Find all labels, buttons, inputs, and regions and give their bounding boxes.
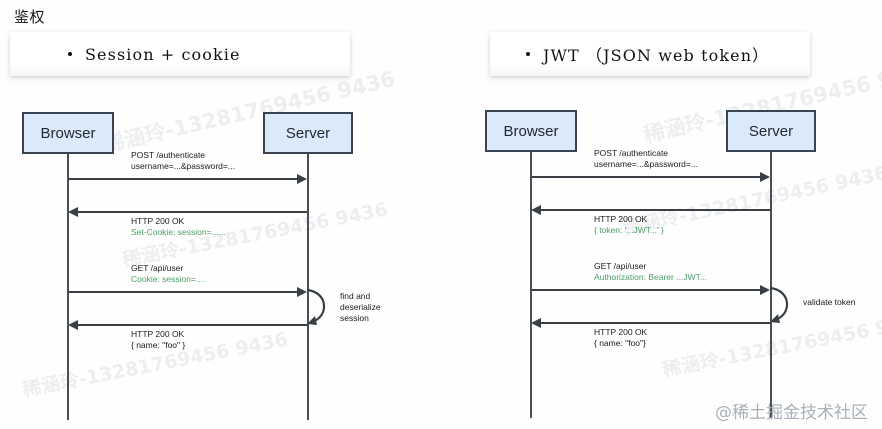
arrowhead-left-4 — [68, 320, 78, 330]
lifeline-server — [770, 152, 772, 418]
message-line-4a: HTTP 200 OK — [131, 329, 185, 339]
page-title: 鉴权 — [14, 8, 46, 26]
message-line-2a: HTTP 200 OK — [131, 216, 185, 226]
bullet-bar-session-cookie: Session + cookie — [10, 32, 350, 76]
message-line-1b: username=...&password=... — [594, 159, 698, 169]
message-label-3: GET /api/user Authorization: Bearer ...J… — [594, 261, 707, 283]
bullet-label-jwt: JWT （JSON web token） — [543, 46, 770, 65]
message-label-2: HTTP 200 OK { token: '...JWT...' } — [594, 214, 664, 236]
message-label-3: GET /api/user Cookie: session=.... — [131, 263, 205, 285]
sequence-diagram-session-cookie: Browser Server POST /authenticate userna… — [0, 0, 440, 429]
message-line-4b: { name: "foo" } — [131, 340, 186, 350]
message-label-1: POST /authenticate username=...&password… — [131, 150, 235, 172]
message-arrow-3 — [68, 291, 300, 293]
message-arrow-4 — [541, 322, 770, 324]
message-line-2b: { token: '...JWT...' } — [594, 225, 664, 235]
message-line-1a: POST /authenticate — [594, 148, 669, 158]
actor-label-browser: Browser — [503, 122, 559, 140]
self-loop-arc-icon — [769, 286, 789, 323]
self-loop-note-2: validate token — [803, 297, 856, 307]
message-arrow-4 — [78, 324, 307, 326]
arrowhead-left-2 — [68, 207, 78, 217]
message-line-1b: username=...&password=... — [131, 161, 235, 171]
actor-label-server: Server — [748, 122, 794, 140]
actor-box-browser: Browser — [22, 112, 114, 154]
message-label-4: HTTP 200 OK { name: "foo"} — [594, 327, 647, 349]
actor-box-server: Server — [726, 110, 816, 152]
actor-label-browser: Browser — [40, 124, 96, 142]
message-arrow-1 — [531, 176, 763, 178]
message-arrow-2 — [541, 209, 770, 211]
message-line-2a: HTTP 200 OK — [594, 214, 648, 224]
message-line-3a: GET /api/user — [594, 261, 647, 271]
message-arrow-1 — [68, 178, 300, 180]
message-line-3b: Cookie: session=.... — [131, 274, 206, 284]
message-line-4b: { name: "foo"} — [594, 338, 646, 348]
message-arrow-3 — [531, 289, 763, 291]
lifeline-browser — [530, 152, 532, 418]
lifeline-server — [307, 154, 309, 420]
bullet-dot-icon — [68, 52, 72, 56]
arrowhead-left-2 — [531, 205, 541, 215]
self-loop-arc-icon — [306, 288, 326, 325]
arrowhead-right-1 — [297, 174, 307, 184]
arrowhead-right-3 — [760, 285, 770, 295]
actor-label-server: Server — [285, 124, 331, 142]
actor-box-server: Server — [263, 112, 353, 154]
arrowhead-right-1 — [760, 172, 770, 182]
bullet-label-session-cookie: Session + cookie — [85, 44, 241, 64]
message-line-4a: HTTP 200 OK — [594, 327, 648, 337]
message-line-3a: GET /api/user — [131, 263, 184, 273]
arrowhead-right-3 — [297, 287, 307, 297]
message-label-1: POST /authenticate username=...&password… — [594, 148, 698, 170]
bullet-bar-jwt: JWT （JSON web token） — [490, 32, 810, 76]
message-arrow-2 — [78, 211, 307, 213]
actor-box-browser: Browser — [485, 110, 577, 152]
message-line-1a: POST /authenticate — [131, 150, 206, 160]
message-label-2: HTTP 200 OK Set-Cookie: session=...... — [131, 216, 226, 238]
message-label-4: HTTP 200 OK { name: "foo" } — [131, 329, 185, 351]
message-line-3b: Authorization: Bearer ...JWT... — [594, 272, 707, 282]
lifeline-browser — [67, 154, 69, 420]
message-line-2b: Set-Cookie: session=...... — [131, 227, 226, 237]
self-loop-note-1: find and deserialize session — [340, 291, 381, 323]
arrowhead-left-4 — [531, 318, 541, 328]
bullet-dot-icon — [526, 52, 530, 56]
